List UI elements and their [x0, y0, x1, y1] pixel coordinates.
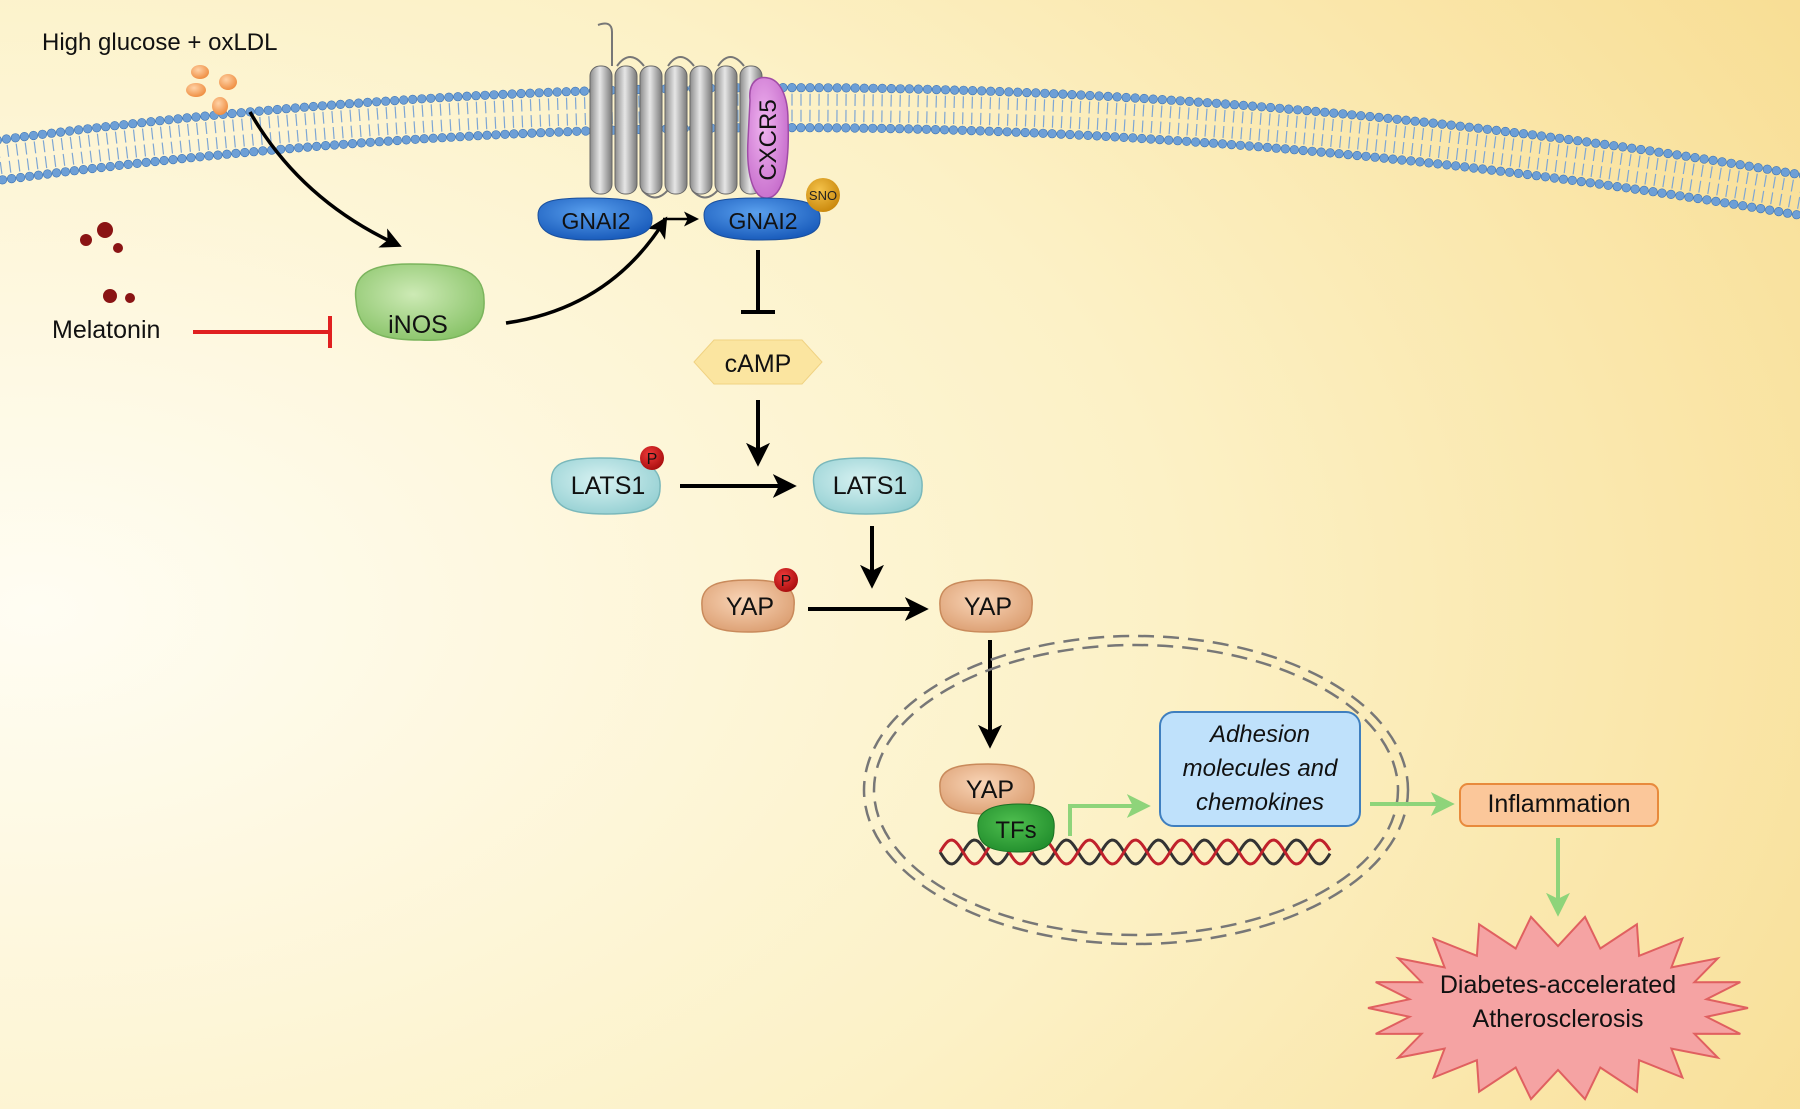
- lats1-phospho-label: LATS1: [571, 472, 646, 500]
- cxcr5-node: CXCR5: [746, 76, 790, 199]
- cxcr5-label: CXCR5: [755, 99, 782, 180]
- yap-phospho-badge: P: [774, 568, 798, 592]
- tfs-label: TFs: [995, 817, 1036, 844]
- gnai2-inactive-label: GNAI2: [561, 208, 630, 234]
- gnai2-inhibits-camp: [741, 250, 775, 314]
- gnai2-inactive-node: GNAI2: [537, 197, 653, 241]
- camp-label: cAMP: [725, 350, 792, 378]
- inos-to-gnai2-arrow: [505, 216, 668, 325]
- transcription-arrow: [1068, 794, 1151, 836]
- inflammation-box: Inflammation: [1459, 783, 1659, 827]
- adhesion-line3: chemokines: [1196, 789, 1324, 816]
- stimulus-label: High glucose + oxLDL: [42, 29, 277, 56]
- yap-node: YAP: [939, 579, 1033, 633]
- yap-p-label: P: [781, 573, 792, 590]
- lats1-phospho-badge: P: [640, 446, 664, 470]
- outcome-line2: Atherosclerosis: [1473, 1005, 1644, 1033]
- yap-label: YAP: [964, 593, 1012, 621]
- inos-node: iNOS: [354, 263, 485, 341]
- oxldl-particles-icon: [186, 65, 237, 115]
- stimulus-to-inos-arrow: [248, 111, 402, 248]
- yap-nuclear-label: YAP: [966, 776, 1014, 804]
- dna-strand-dark: [938, 838, 1332, 866]
- lats1-p-label: P: [647, 451, 658, 468]
- lats1-phospho-node: LATS1: [550, 457, 661, 515]
- adhesion-molecules-box: Adhesion molecules and chemokines: [1159, 711, 1361, 827]
- lats1-label: LATS1: [833, 472, 908, 500]
- sno-label: SNO: [809, 188, 837, 203]
- melatonin-particles-icon: [80, 222, 135, 303]
- yap-phospho-label: YAP: [726, 593, 774, 621]
- gnai2-active-label: GNAI2: [728, 208, 797, 234]
- sno-badge: SNO: [806, 178, 840, 212]
- gnai2-active-node: GNAI2: [703, 197, 821, 241]
- outcome-burst: Diabetes-accelerated Atherosclerosis: [1367, 915, 1749, 1101]
- outcome-line1: Diabetes-accelerated: [1440, 971, 1676, 999]
- yap-nuclear-node: YAP: [939, 763, 1035, 815]
- adhesion-line2: molecules and: [1183, 755, 1338, 782]
- tfs-node: TFs: [977, 803, 1055, 853]
- melatonin-inhibits-inos: [193, 316, 332, 348]
- camp-node: cAMP: [693, 339, 823, 385]
- lats1-node: LATS1: [812, 457, 923, 515]
- inflammation-label: Inflammation: [1487, 790, 1630, 818]
- adhesion-line1: Adhesion: [1208, 721, 1310, 748]
- inos-label: iNOS: [388, 311, 448, 339]
- melatonin-label: Melatonin: [52, 316, 160, 344]
- nucleus: [862, 634, 1410, 946]
- yap-phospho-node: YAP: [701, 579, 795, 633]
